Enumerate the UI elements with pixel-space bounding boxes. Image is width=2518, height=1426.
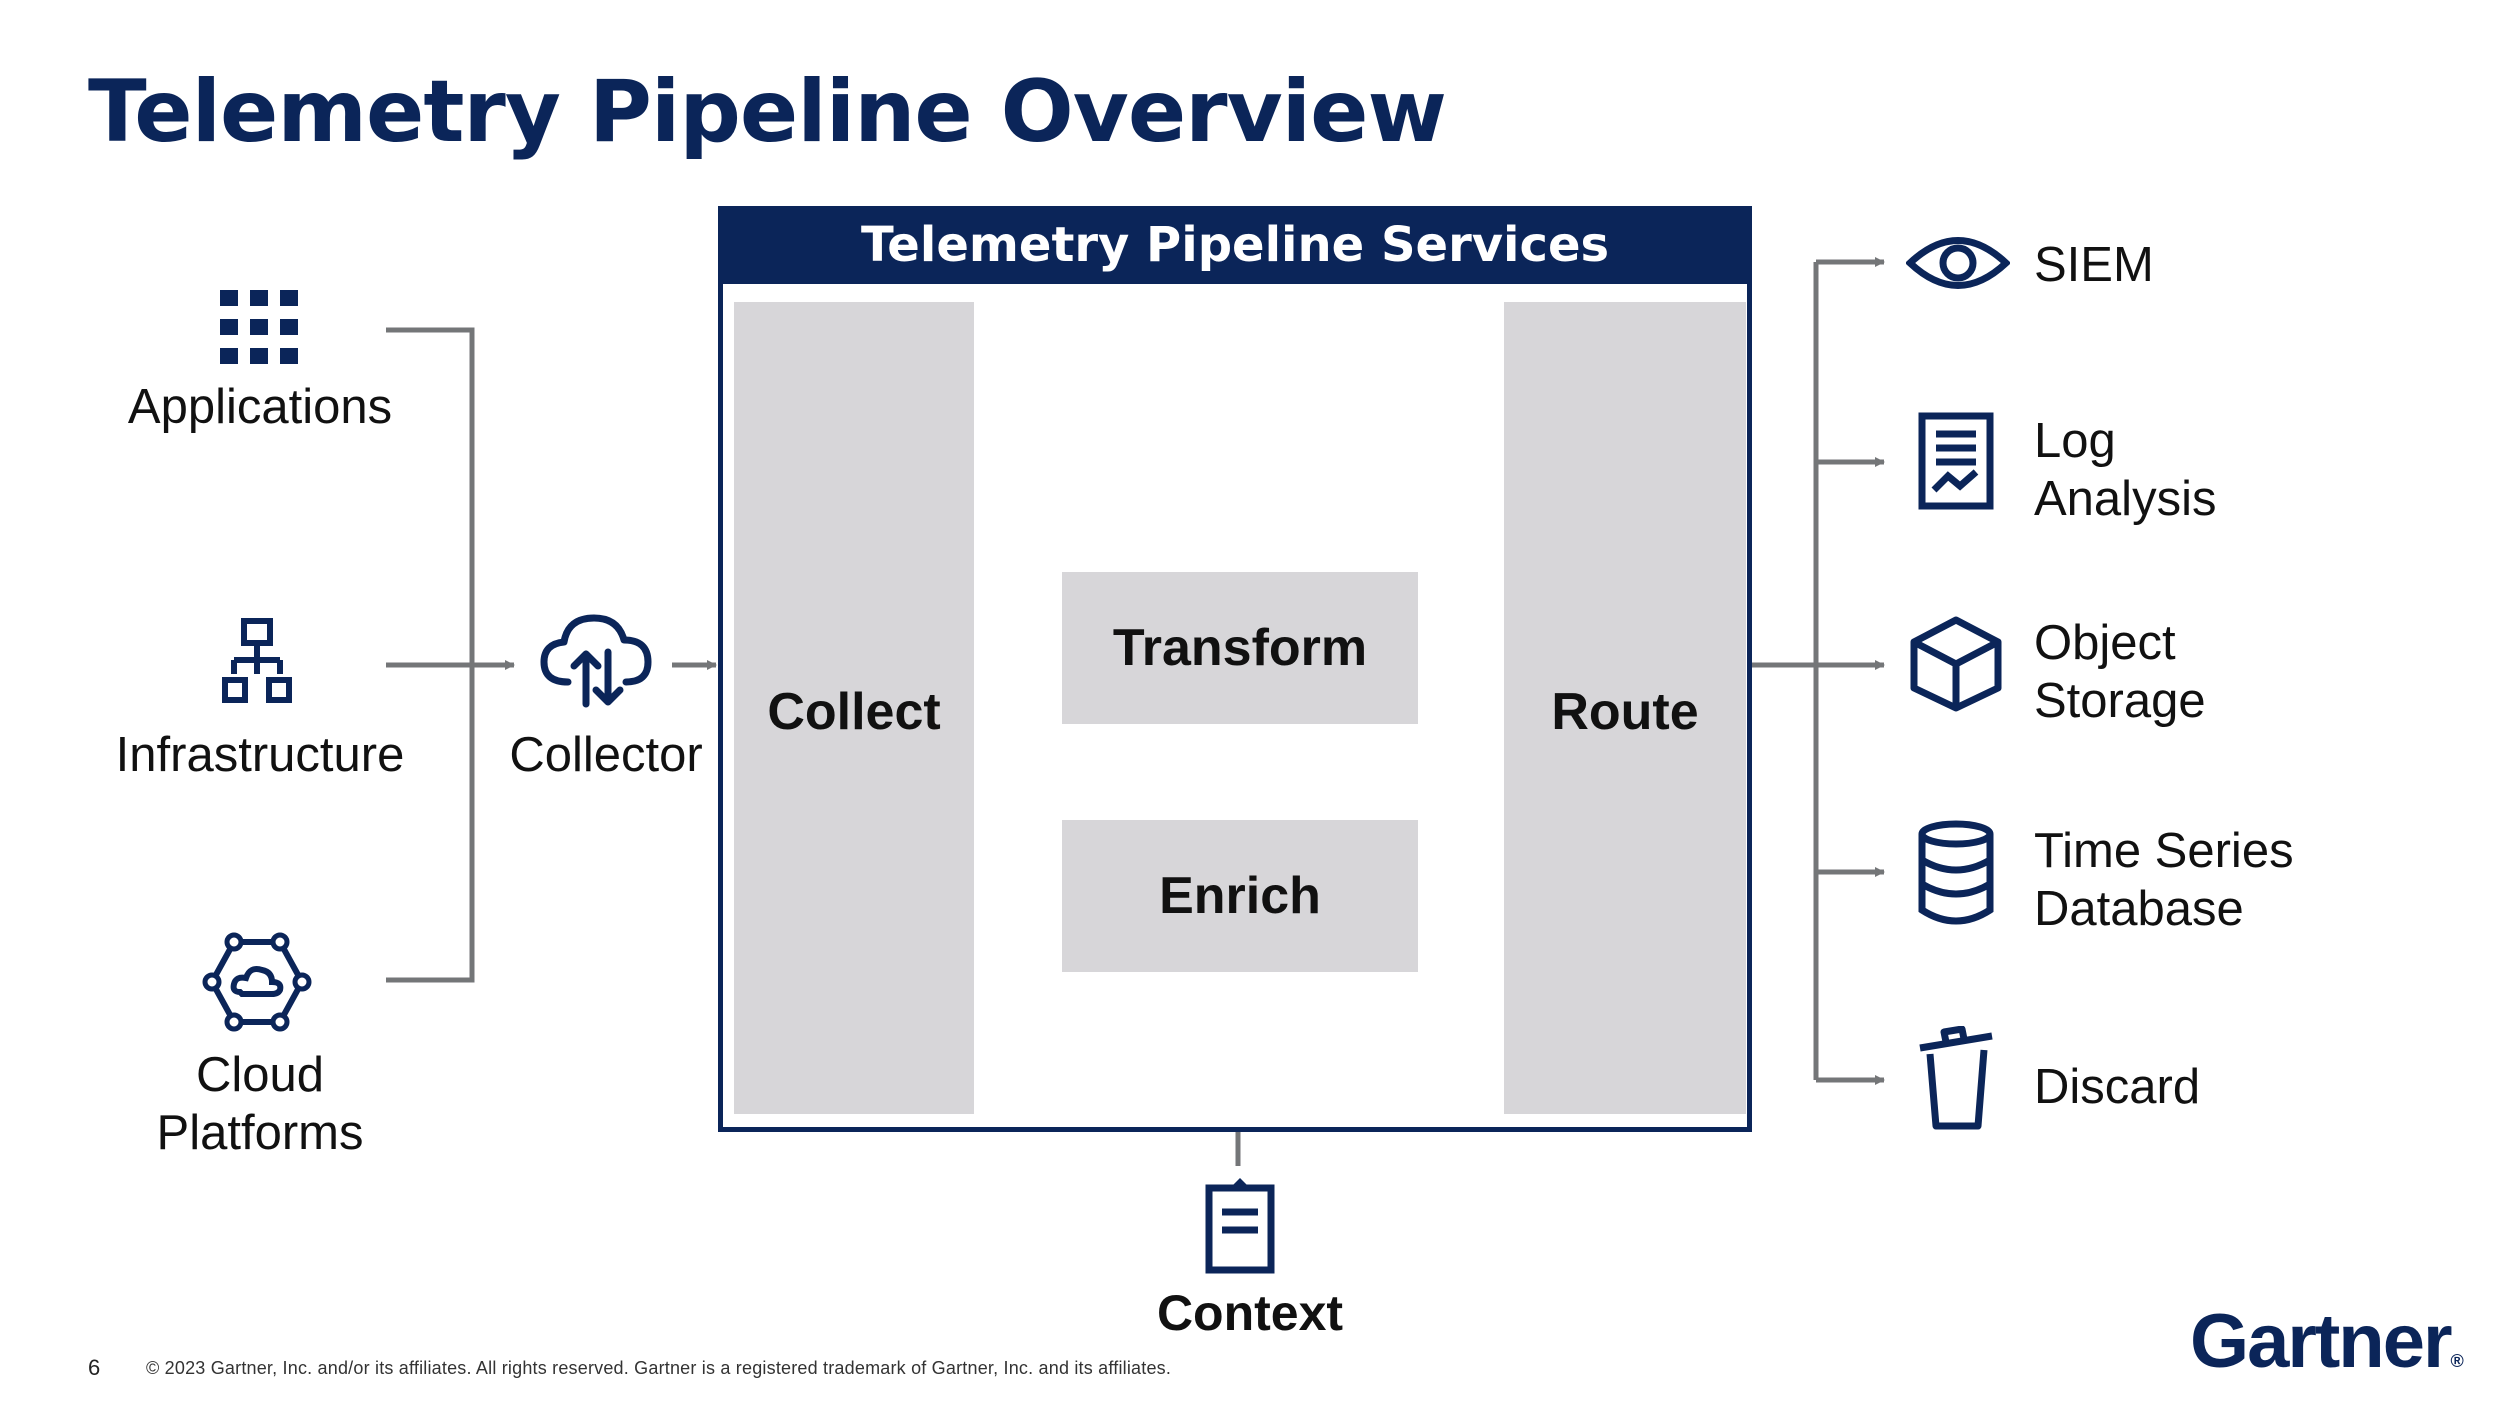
page-number: 6 bbox=[88, 1355, 101, 1380]
collect-panel: Collect bbox=[734, 302, 974, 1114]
route-label: Route bbox=[1551, 683, 1699, 741]
destination-siem-label: SIEM bbox=[2034, 238, 2154, 292]
timeseries-line1: Time Series bbox=[2034, 824, 2294, 878]
cloud-network-icon bbox=[202, 932, 312, 1032]
report-chart-icon bbox=[1918, 412, 1994, 510]
log-analysis-line1: Log bbox=[2034, 414, 2116, 468]
destination-object-storage-label: Object Storage bbox=[2034, 614, 2206, 730]
object-storage-line1: Object bbox=[2034, 616, 2176, 670]
collector-label: Collector bbox=[509, 728, 703, 782]
gartner-logo-text: Gartner bbox=[2190, 1299, 2453, 1384]
copyright-notice: © 2023 Gartner, Inc. and/or its affiliat… bbox=[146, 1358, 1172, 1378]
route-panel: Route bbox=[1504, 302, 1746, 1114]
cube-icon bbox=[1910, 616, 2002, 712]
enrich-label: Enrich bbox=[1159, 867, 1321, 925]
timeseries-line2: Database bbox=[2034, 882, 2244, 936]
gartner-logo: Gartner® bbox=[2190, 1298, 2464, 1385]
grid-icon bbox=[220, 290, 298, 364]
registered-mark: ® bbox=[2450, 1351, 2464, 1371]
enrich-box: Enrich bbox=[1062, 820, 1418, 972]
database-icon bbox=[1916, 820, 1996, 926]
sources-bracket bbox=[386, 327, 475, 983]
destination-log-analysis-label: Log Analysis bbox=[2034, 412, 2216, 528]
source-cloud-platforms-label: Cloud Platforms bbox=[90, 1046, 430, 1162]
transform-label: Transform bbox=[1112, 619, 1368, 677]
page-title: Telemetry Pipeline Overview bbox=[88, 62, 1447, 162]
source-cloud-line1: Cloud bbox=[195, 1048, 325, 1102]
destination-timeseries-label: Time Series Database bbox=[2034, 822, 2294, 938]
source-cloud-line2: Platforms bbox=[156, 1106, 364, 1160]
eye-icon bbox=[1906, 228, 2010, 298]
trash-icon bbox=[1916, 1026, 1996, 1132]
collect-label: Collect bbox=[767, 683, 941, 741]
clipboard-icon bbox=[1204, 1176, 1276, 1274]
transform-box: Transform bbox=[1062, 572, 1418, 724]
source-applications-label: Applications bbox=[127, 380, 393, 434]
destination-discard-label: Discard bbox=[2034, 1060, 2201, 1114]
source-infrastructure-label: Infrastructure bbox=[115, 728, 405, 782]
context-label: Context bbox=[1156, 1285, 1344, 1341]
log-analysis-line2: Analysis bbox=[2034, 472, 2217, 526]
services-header: Telemetry Pipeline Services bbox=[718, 206, 1752, 284]
cloud-sync-icon bbox=[538, 612, 654, 708]
network-hierarchy-icon bbox=[222, 618, 292, 710]
object-storage-line2: Storage bbox=[2034, 674, 2206, 728]
